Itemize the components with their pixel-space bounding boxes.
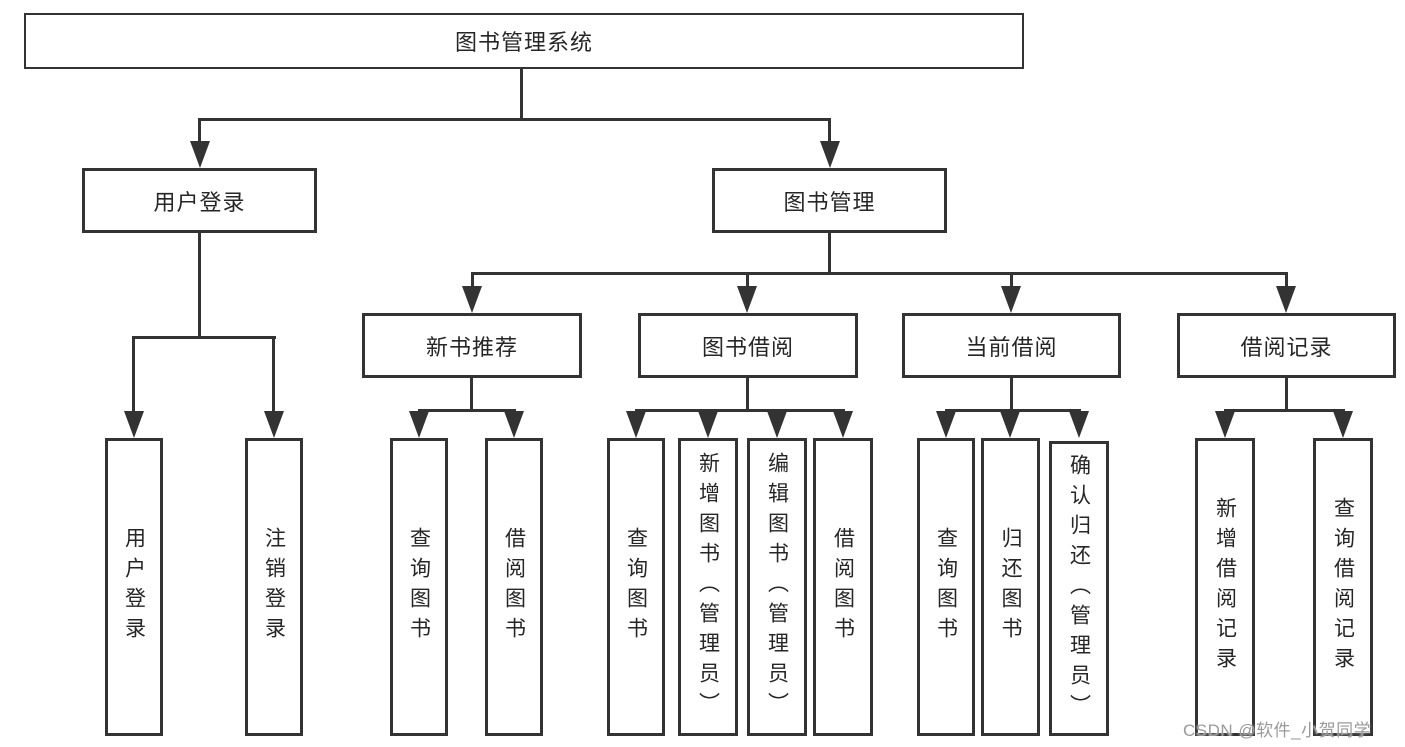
connector-line [520,69,523,121]
connector-line [418,409,516,412]
leaf-query-books-recommend: 查询图书 [390,438,448,736]
node-user-login: 用户登录 [82,168,317,233]
arrowhead-icon [1069,411,1089,438]
arrowhead-icon [462,286,482,313]
leaf-edit-book-admin: 编辑图书（管理员） [747,438,807,736]
leaf-logout-login: 注销登录 [245,438,303,736]
leaf-query-books-current: 查询图书 [917,438,975,736]
connector-line [1285,378,1288,409]
arrowhead-icon [1333,411,1353,438]
arrowhead-icon [820,141,840,168]
node-book-management: 图书管理 [712,168,947,233]
connector-line [1285,272,1288,290]
connector-line [828,118,831,146]
arrowhead-icon [737,286,757,313]
node-borrowing-records: 借阅记录 [1177,313,1396,378]
node-current-borrowing: 当前借阅 [902,313,1121,378]
connector-line [471,272,1287,275]
connector-line [1224,409,1345,412]
connector-line [198,118,831,121]
connector-line [828,233,831,275]
connector-line [746,272,749,290]
leaf-borrow-books-recommend: 借阅图书 [485,438,543,736]
arrowhead-icon [833,411,853,438]
connector-line [1010,272,1013,290]
arrowhead-icon [264,411,284,438]
leaf-return-books: 归还图书 [981,438,1040,736]
arrowhead-icon [409,411,429,438]
arrowhead-icon [626,411,646,438]
connector-line [132,336,135,414]
connector-line [471,272,474,290]
leaf-add-borrow-record: 新增借阅记录 [1195,438,1255,736]
connector-line [198,118,201,146]
arrowhead-icon [1276,286,1296,313]
connector-line [272,336,275,414]
connector-line [198,233,201,336]
arrowhead-icon [936,411,956,438]
connector-line [635,409,845,412]
connector-line [132,336,276,339]
arrowhead-icon [1000,411,1020,438]
leaf-confirm-return-admin: 确认归还（管理员） [1049,441,1109,736]
arrowhead-icon [698,411,718,438]
arrowhead-icon [190,141,210,168]
connector-line [1010,378,1013,409]
leaf-query-borrow-record: 查询借阅记录 [1313,438,1373,736]
connector-line [746,378,749,409]
connector-line [945,409,1081,412]
leaf-query-books-borrowing: 查询图书 [607,438,665,736]
arrowhead-icon [1215,411,1235,438]
csdn-watermark: CSDN @软件_小贺同学 [1183,721,1372,740]
arrowhead-icon [1001,286,1021,313]
leaf-borrow-books-borrowing: 借阅图书 [813,438,873,736]
arrowhead-icon [124,411,144,438]
arrowhead-icon [504,411,524,438]
node-library-system: 图书管理系统 [24,13,1024,69]
connector-line [470,378,473,409]
node-book-borrowing: 图书借阅 [638,313,858,378]
node-new-book-recommend: 新书推荐 [362,313,582,378]
leaf-user-login: 用户登录 [105,438,163,736]
arrowhead-icon [767,411,787,438]
leaf-add-book-admin: 新增图书（管理员） [678,438,738,736]
